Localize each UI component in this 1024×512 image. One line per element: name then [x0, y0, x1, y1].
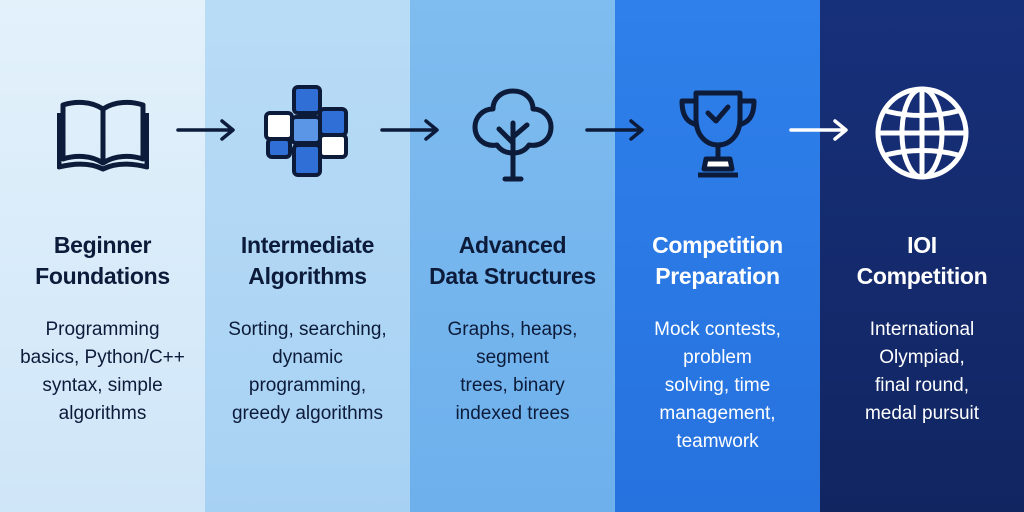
puzzle-blocks-icon: [205, 78, 410, 188]
stage-description: International Olympiad, final round, med…: [824, 316, 1020, 428]
stage-desc-line: Mock contests,: [654, 319, 781, 340]
stage-desc-line: Programming: [45, 319, 160, 340]
arrow-right-icon: [789, 119, 848, 141]
stage-title: Intermediate Algorithms: [211, 230, 404, 292]
stage-description: Programming basics, Python/C++ syntax, s…: [4, 316, 201, 428]
trophy-icon: [615, 78, 820, 188]
stage-desc-line: solving, time: [664, 375, 771, 396]
stage-title-line: IOI: [907, 232, 937, 258]
stage-desc-line: algorithms: [58, 403, 147, 424]
stage-competition-preparation: Competition Preparation Mock contests, p…: [615, 0, 820, 512]
stage-desc-line: syntax, simple: [42, 375, 163, 396]
stage-title-line: Competition: [856, 263, 988, 289]
tree-icon: [410, 78, 615, 188]
stage-title-line: Algorithms: [248, 263, 367, 289]
arrow-right-icon: [176, 119, 235, 141]
stage-desc-line: greedy algorithms: [231, 403, 384, 424]
stage-beginner-foundations: Beginner Foundations Programming basics,…: [0, 0, 205, 512]
stage-ioi-competition: IOI Competition International Olympiad, …: [820, 0, 1024, 512]
stage-desc-line: Sorting, searching,: [228, 319, 387, 340]
stage-desc-line: trees, binary: [460, 375, 565, 396]
stage-title: IOI Competition: [826, 230, 1018, 292]
stage-desc-line: medal pursuit: [864, 403, 980, 424]
stage-desc-line: Graphs, heaps,: [447, 319, 578, 340]
stage-desc-line: management,: [659, 403, 776, 424]
stage-description: Mock contests, problem solving, time man…: [619, 316, 816, 456]
stage-desc-line: Olympiad,: [879, 347, 965, 368]
stage-title: Advanced Data Structures: [416, 230, 609, 292]
open-book-icon: [0, 78, 205, 188]
stage-desc-line: problem: [683, 347, 752, 368]
stage-desc-line: segment: [476, 347, 549, 368]
stage-desc-line: International: [869, 319, 975, 340]
stage-desc-line: dynamic: [272, 347, 343, 368]
stage-desc-line: indexed trees: [455, 403, 570, 424]
stage-title-line: Data Structures: [429, 263, 596, 289]
stage-title-line: Preparation: [655, 263, 780, 289]
arrow-right-icon: [380, 119, 439, 141]
stage-desc-line: basics, Python/C++: [20, 347, 185, 368]
stage-description: Sorting, searching, dynamic programming,…: [209, 316, 406, 428]
stage-desc-line: programming,: [248, 375, 367, 396]
stage-desc-line: final round,: [874, 375, 969, 396]
stage-title-line: Beginner: [53, 232, 152, 258]
stage-title: Competition Preparation: [621, 230, 814, 292]
stage-title-line: Advanced: [458, 232, 567, 258]
stage-advanced-data-structures: Advanced Data Structures Graphs, heaps, …: [410, 0, 615, 512]
stage-intermediate-algorithms: Intermediate Algorithms Sorting, searchi…: [205, 0, 410, 512]
stage-title-line: Intermediate: [240, 232, 375, 258]
stage-desc-line: teamwork: [676, 431, 759, 452]
stage-description: Graphs, heaps, segment trees, binary ind…: [414, 316, 611, 428]
stage-title: Beginner Foundations: [6, 230, 199, 292]
stage-title-line: Competition: [652, 232, 783, 258]
stage-title-line: Foundations: [35, 263, 170, 289]
globe-icon: [820, 78, 1024, 188]
arrow-right-icon: [585, 119, 644, 141]
